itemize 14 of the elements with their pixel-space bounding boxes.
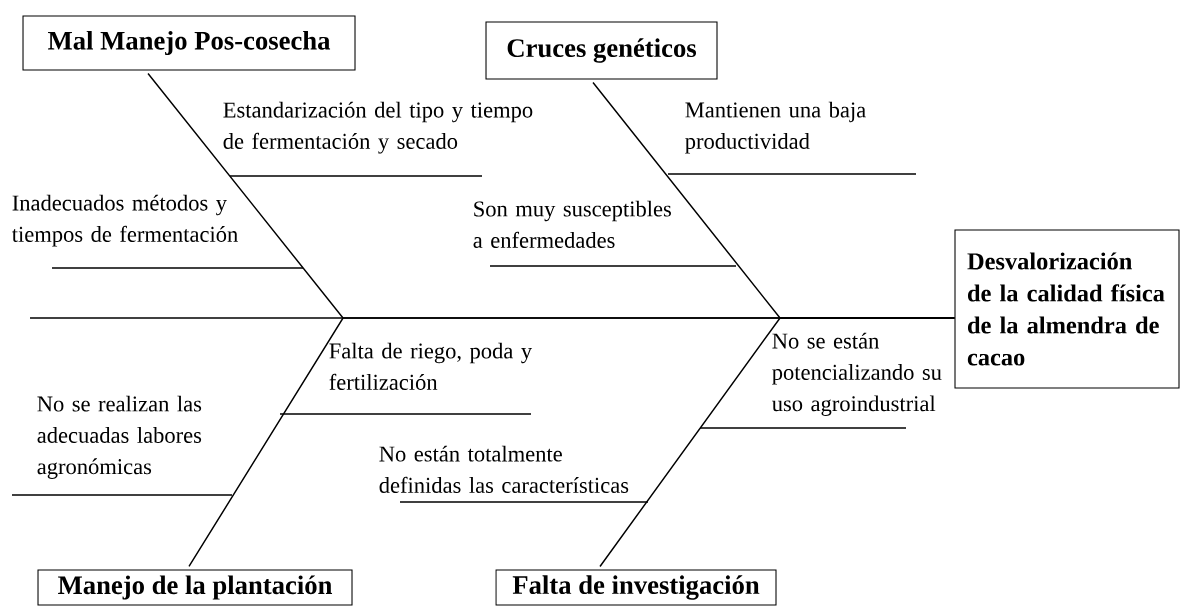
cause-box: Falta de investigación: [495, 569, 777, 606]
cause-box: Manejo de la plantación: [37, 569, 353, 606]
cause-box: Mal Manejo Pos-cosecha: [22, 15, 356, 71]
bone-line: [599, 317, 956, 568]
effect-box: Desvalorización de la calidad física de la almendra de cacao: [954, 229, 1180, 389]
cause-label: Mantienen una baja productividad: [685, 101, 866, 154]
cause-label: Inadecuados métodos y tiempos de fermentación: [12, 194, 238, 247]
cause-label: No se están potencializando su uso agroindustrial: [772, 332, 942, 416]
cause-label: Son muy susceptibles a enfermedades: [473, 200, 671, 248]
cause-label: Falta de riego, poda y fertilización: [329, 342, 533, 390]
cause-label: No se realizan las adecuadas labores agronómicas: [37, 395, 202, 479]
cause-box: Cruces genéticos: [485, 21, 718, 80]
cause-label: No están totalmente definidas las características: [379, 445, 629, 493]
cause-label: Estandarización del tipo y tiempo de fermentación y secado: [223, 101, 533, 154]
